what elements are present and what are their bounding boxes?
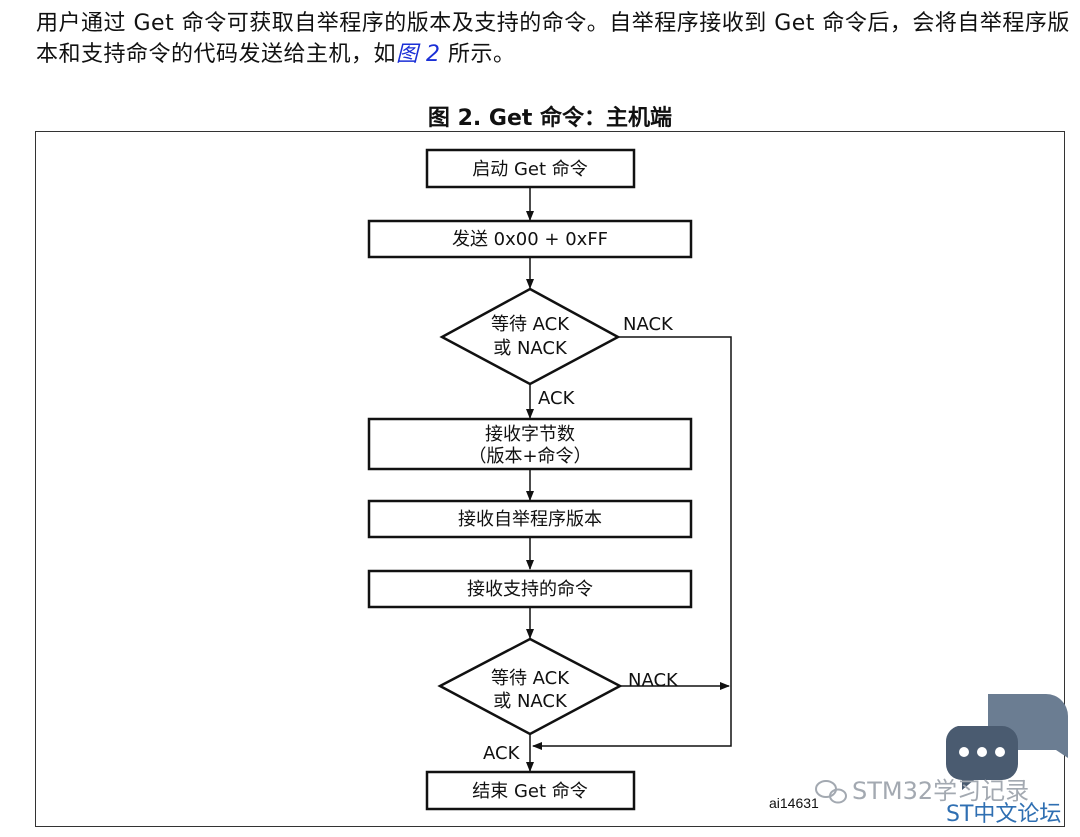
node-wait-2-line1: 等待 ACK: [491, 668, 570, 689]
node-send-label: 发送 0x00 + 0xFF: [452, 229, 608, 250]
wechat-icon: [815, 780, 847, 804]
edge-label-nack-1: NACK: [623, 314, 674, 335]
node-wait-1: 等待 ACK 或 NACK: [439, 287, 621, 386]
edge-label-ack-1: ACK: [538, 388, 576, 409]
intro-paragraph: 用户通过 Get 命令可获取自举程序的版本及支持的命令。自举程序接收到 Get …: [36, 8, 1076, 70]
figure-link[interactable]: 图 2: [396, 42, 441, 67]
node-recv-version-label: 接收自举程序版本: [458, 509, 602, 530]
figure-title: 图 2. Get 命令：主机端: [427, 106, 673, 131]
watermark-text-1: STM32学习记录: [852, 777, 1029, 805]
node-recv-version: 接收自举程序版本: [367, 499, 693, 539]
node-wait-2-line2: 或 NACK: [493, 691, 568, 712]
node-end-label: 结束 Get 命令: [472, 781, 588, 802]
node-send: 发送 0x00 + 0xFF: [367, 219, 693, 259]
node-end: 结束 Get 命令: [425, 770, 636, 811]
figure-id: ai14631: [769, 795, 819, 811]
figure-frame: [35, 131, 1065, 827]
node-start-label: 启动 Get 命令: [472, 159, 588, 180]
node-recv-count-line2: （版本+命令）: [468, 446, 591, 467]
paragraph-text-2: 所示。: [440, 42, 516, 67]
edge-label-ack-2: ACK: [483, 743, 521, 764]
node-recv-cmds: 接收支持的命令: [367, 569, 693, 609]
edge-label-nack-2: NACK: [628, 670, 679, 691]
chat-bubble-icon: [945, 694, 1068, 790]
node-recv-count: 接收字节数 （版本+命令）: [367, 417, 693, 471]
node-wait-1-line2: 或 NACK: [493, 338, 568, 359]
node-recv-cmds-label: 接收支持的命令: [467, 579, 593, 600]
watermark-text-2: ST中文论坛: [946, 802, 1061, 827]
node-start: 启动 Get 命令: [425, 148, 636, 189]
node-wait-2: 等待 ACK 或 NACK: [437, 637, 623, 736]
paragraph-text-1: 用户通过 Get 命令可获取自举程序的版本及支持的命令。自举程序接收到 Get …: [36, 11, 1070, 67]
node-recv-count-line1: 接收字节数: [485, 424, 575, 445]
node-wait-1-line1: 等待 ACK: [491, 314, 570, 335]
